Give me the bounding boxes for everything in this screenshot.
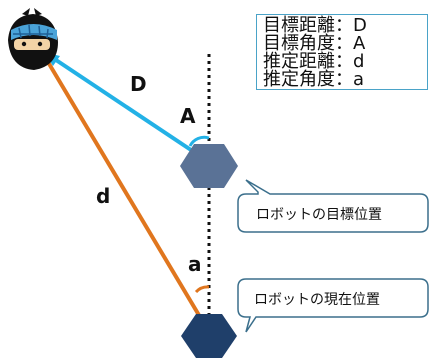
estimated-angle-arc: [194, 285, 210, 294]
label-estimated-distance: d: [96, 184, 111, 208]
label-target-distance: D: [130, 72, 147, 96]
estimated-distance-line: [40, 50, 211, 334]
target-robot-hexagon: [180, 144, 238, 188]
target-distance-line: [48, 54, 211, 164]
legend-box: 目標距離：D 目標角度：A 推定距離：d 推定角度：a: [256, 14, 428, 90]
callout-current-position: ロボットの現在位置: [254, 292, 380, 308]
legend-row-estimated-distance: 推定距離：d: [263, 51, 365, 72]
target-position-callout-bubble: [237, 179, 429, 233]
callout-target-position: ロボットの目標位置: [256, 207, 382, 223]
label-estimated-angle: a: [188, 252, 202, 276]
legend-row-target-distance: 目標距離：D: [263, 15, 367, 36]
legend-row-target-angle: 目標角度：A: [263, 33, 366, 54]
current-position-callout-bubble: [237, 278, 429, 333]
target-angle-arc: [188, 135, 210, 147]
current-robot-hexagon: [181, 314, 237, 358]
label-target-angle: A: [180, 104, 196, 128]
ninja-head-icon: [8, 8, 58, 70]
legend-row-estimated-angle: 推定角度：a: [263, 69, 365, 90]
